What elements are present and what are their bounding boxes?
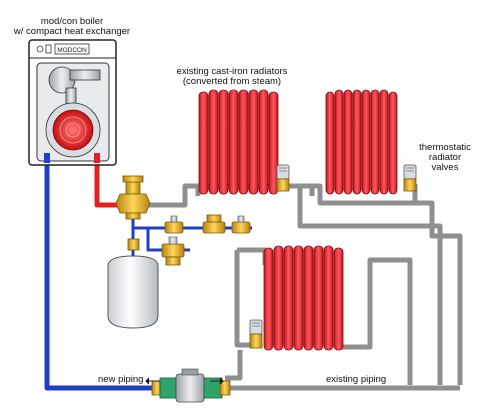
ball-valve-2 <box>231 215 251 234</box>
pressure-reducing-valve <box>161 236 185 266</box>
expansion-tank <box>107 255 159 329</box>
radiator-2 <box>325 89 398 195</box>
fill-branch-piping <box>131 215 252 258</box>
trv-label-line2: radiator <box>428 152 462 163</box>
circulator-pump <box>151 368 231 403</box>
boiler-logo-icon <box>36 43 90 55</box>
radiators-label-line1: existing cast-iron radiators <box>176 66 288 77</box>
existing-piping <box>148 183 463 391</box>
tank-isolation-valve <box>127 238 140 251</box>
trv-label-line3: valves <box>431 162 459 173</box>
boiler-label-line2: w/ compact heat exchanger <box>13 26 131 37</box>
trv-label-line1: thermostatic <box>419 142 471 153</box>
leader-arrows <box>145 377 224 385</box>
existing-piping-label: existing piping <box>326 374 387 385</box>
radiator-1 <box>198 89 279 195</box>
ball-valve-1 <box>164 215 184 234</box>
boiler-label-line1: mod/con boiler <box>40 16 104 27</box>
air-separator <box>115 175 151 220</box>
return-pipe <box>44 160 160 391</box>
thermostatic-valve-1 <box>276 164 290 192</box>
thermostatic-valve-2 <box>403 164 417 192</box>
new-piping-label: new piping <box>98 374 144 385</box>
modcon-boiler <box>28 39 117 166</box>
backflow-preventer <box>202 214 226 234</box>
radiator-3 <box>263 245 344 351</box>
thermostatic-valve-3 <box>249 319 263 349</box>
radiators-label-line2: (converted from steam) <box>182 76 282 87</box>
boiler-badge: MODCON <box>57 47 87 54</box>
